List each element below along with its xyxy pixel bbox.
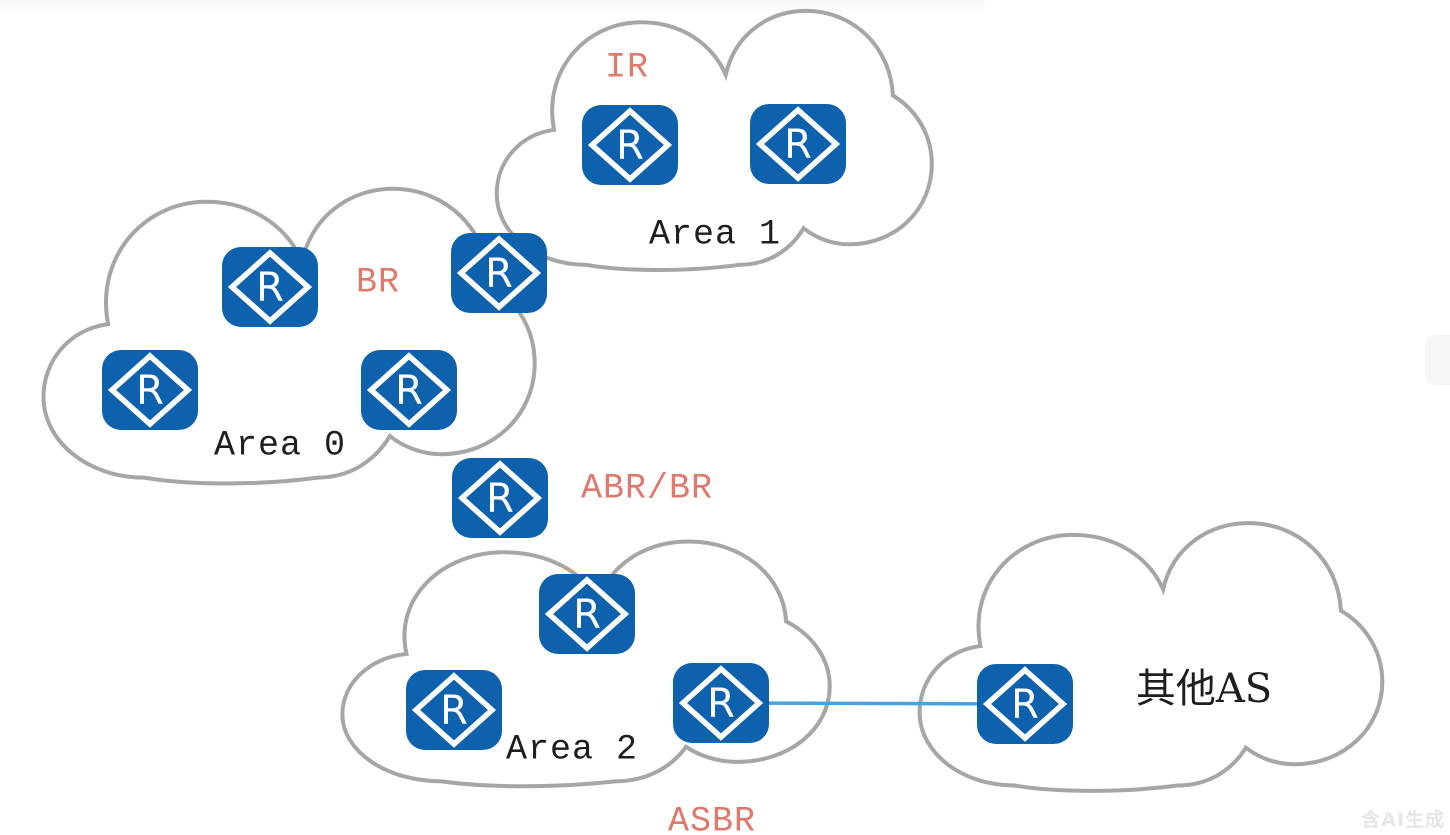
router-icon-backbone-router-area0-top [222, 247, 318, 327]
router-icon-backbone-router-area0-right [361, 350, 457, 430]
router-icon-internal-router-area1-left [582, 105, 678, 185]
router-icon-internal-router-area2-left [406, 670, 502, 750]
link-asbr-to-other-as [720, 701, 1026, 706]
router-icon-abr-router-area0-area2 [452, 458, 548, 538]
router-icon-backbone-router-area0-left [102, 350, 198, 430]
cloud-other-as [917, 521, 1385, 793]
links-layer [720, 701, 1026, 706]
area-2-label: Area 2 [505, 729, 639, 770]
router-icon-internal-router-area1-right [750, 104, 846, 184]
area-1-label: Area 1 [648, 214, 782, 255]
role-label-abr-br: ABR/BR [580, 468, 714, 509]
ai-generated-watermark: 含AI生成 [1361, 809, 1445, 831]
router-icon-router-other-as [977, 664, 1073, 744]
area-0-label: Area 0 [213, 425, 347, 466]
role-label-br: BR [355, 262, 401, 303]
other-as-label: 其他AS [1135, 666, 1273, 712]
router-icon-border-router-area0-area1 [451, 233, 547, 313]
cloud-area-1 [494, 8, 934, 272]
role-label-asbr: ASBR [667, 801, 757, 835]
role-label-ir: IR [604, 47, 650, 88]
router-icon-internal-router-area2-top [539, 574, 635, 654]
router-icon-asbr-router-area2 [673, 663, 769, 743]
